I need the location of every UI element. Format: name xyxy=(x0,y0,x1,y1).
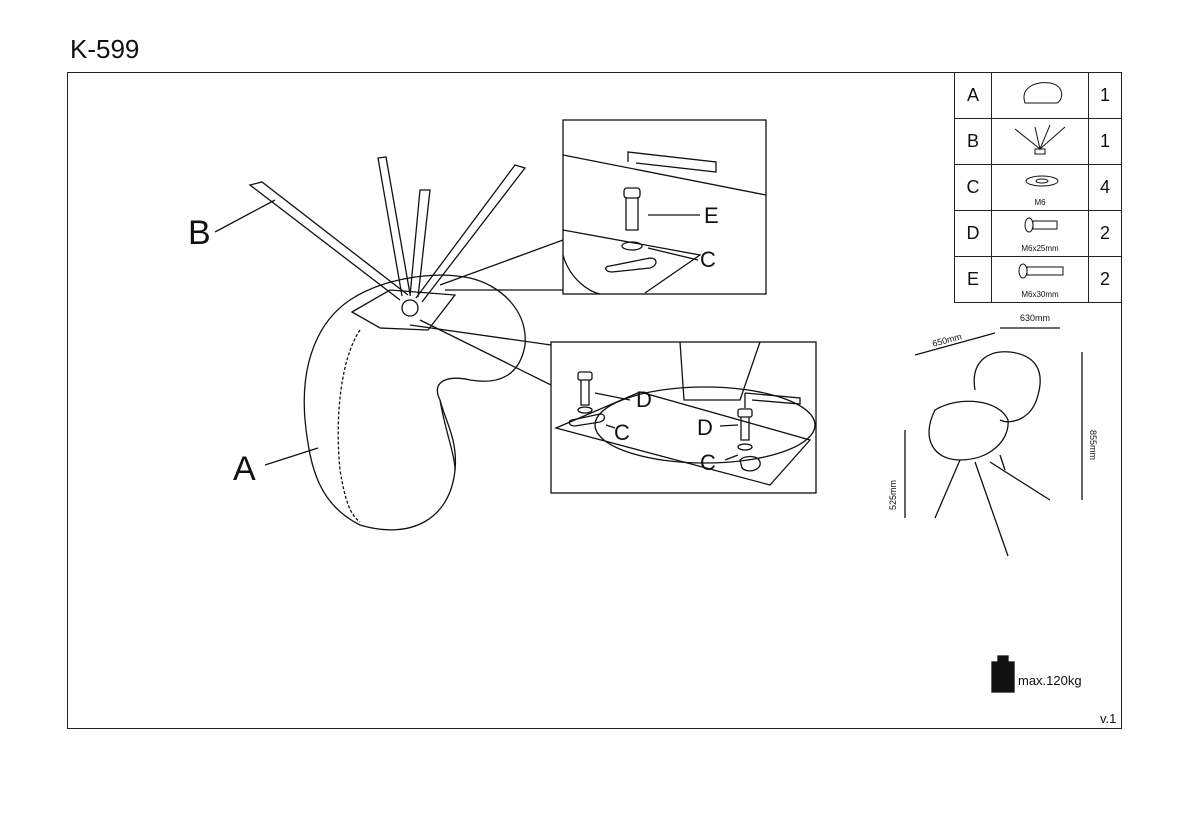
parts-row: D M6x25mm 2 xyxy=(954,210,1122,257)
leg-2 xyxy=(377,156,411,297)
drawing-frame xyxy=(67,72,1122,729)
detail-box-top xyxy=(562,119,767,295)
part-key: B xyxy=(954,118,992,165)
mounting-plate xyxy=(350,289,457,331)
detail-box-bottom xyxy=(550,341,817,494)
leg-4 xyxy=(415,164,527,303)
part-spec: M6x25mm xyxy=(1021,244,1059,253)
label-a: A xyxy=(233,450,256,488)
parts-row: B 1 xyxy=(954,118,1122,165)
parts-row: A 1 xyxy=(954,72,1122,119)
part-key: E xyxy=(954,256,992,303)
part-qty: 2 xyxy=(1088,210,1122,257)
label-e: E xyxy=(704,203,719,228)
part-spec: M6x30mm xyxy=(1021,290,1059,299)
seat-icon xyxy=(991,72,1089,119)
page-title: K-599 xyxy=(70,34,140,64)
dim-seat-height: 525mm xyxy=(888,479,899,511)
part-qty: 1 xyxy=(1088,72,1122,119)
base-legs-icon xyxy=(991,118,1089,165)
label-c-top: C xyxy=(700,247,716,272)
bolt-long-icon: M6x30mm xyxy=(991,256,1089,303)
part-spec: M6 xyxy=(1034,198,1046,207)
part-qty: 2 xyxy=(1088,256,1122,303)
seat-shell xyxy=(303,274,526,531)
parts-row: E M6x30mm 2 xyxy=(954,256,1122,303)
weight-limit: max.120kg xyxy=(1018,673,1082,688)
dim-height: 855mm xyxy=(1088,429,1099,461)
label-c-right: C xyxy=(700,450,716,475)
version-label: v.1 xyxy=(1100,711,1117,726)
label-d-left: D xyxy=(636,387,652,412)
bolt-short-icon: M6x25mm xyxy=(991,210,1089,257)
leg-1 xyxy=(248,181,409,301)
weight-icon xyxy=(991,661,1015,693)
part-key: D xyxy=(954,210,992,257)
leg-3 xyxy=(409,189,431,298)
dim-width: 630mm xyxy=(1020,313,1051,323)
part-qty: 1 xyxy=(1088,118,1122,165)
chair-side-view xyxy=(973,351,1041,423)
part-qty: 4 xyxy=(1088,164,1122,211)
label-d-right: D xyxy=(697,415,713,440)
part-key: C xyxy=(954,164,992,211)
parts-row: C M6 4 xyxy=(954,164,1122,211)
parts-table: A 1 B 1 C M6 4 D M6x25mm 2 E M6x30mm xyxy=(954,72,1122,303)
part-key: A xyxy=(954,72,992,119)
label-b: B xyxy=(188,214,211,252)
washer-icon: M6 xyxy=(991,164,1089,211)
label-c-left: C xyxy=(614,420,630,445)
